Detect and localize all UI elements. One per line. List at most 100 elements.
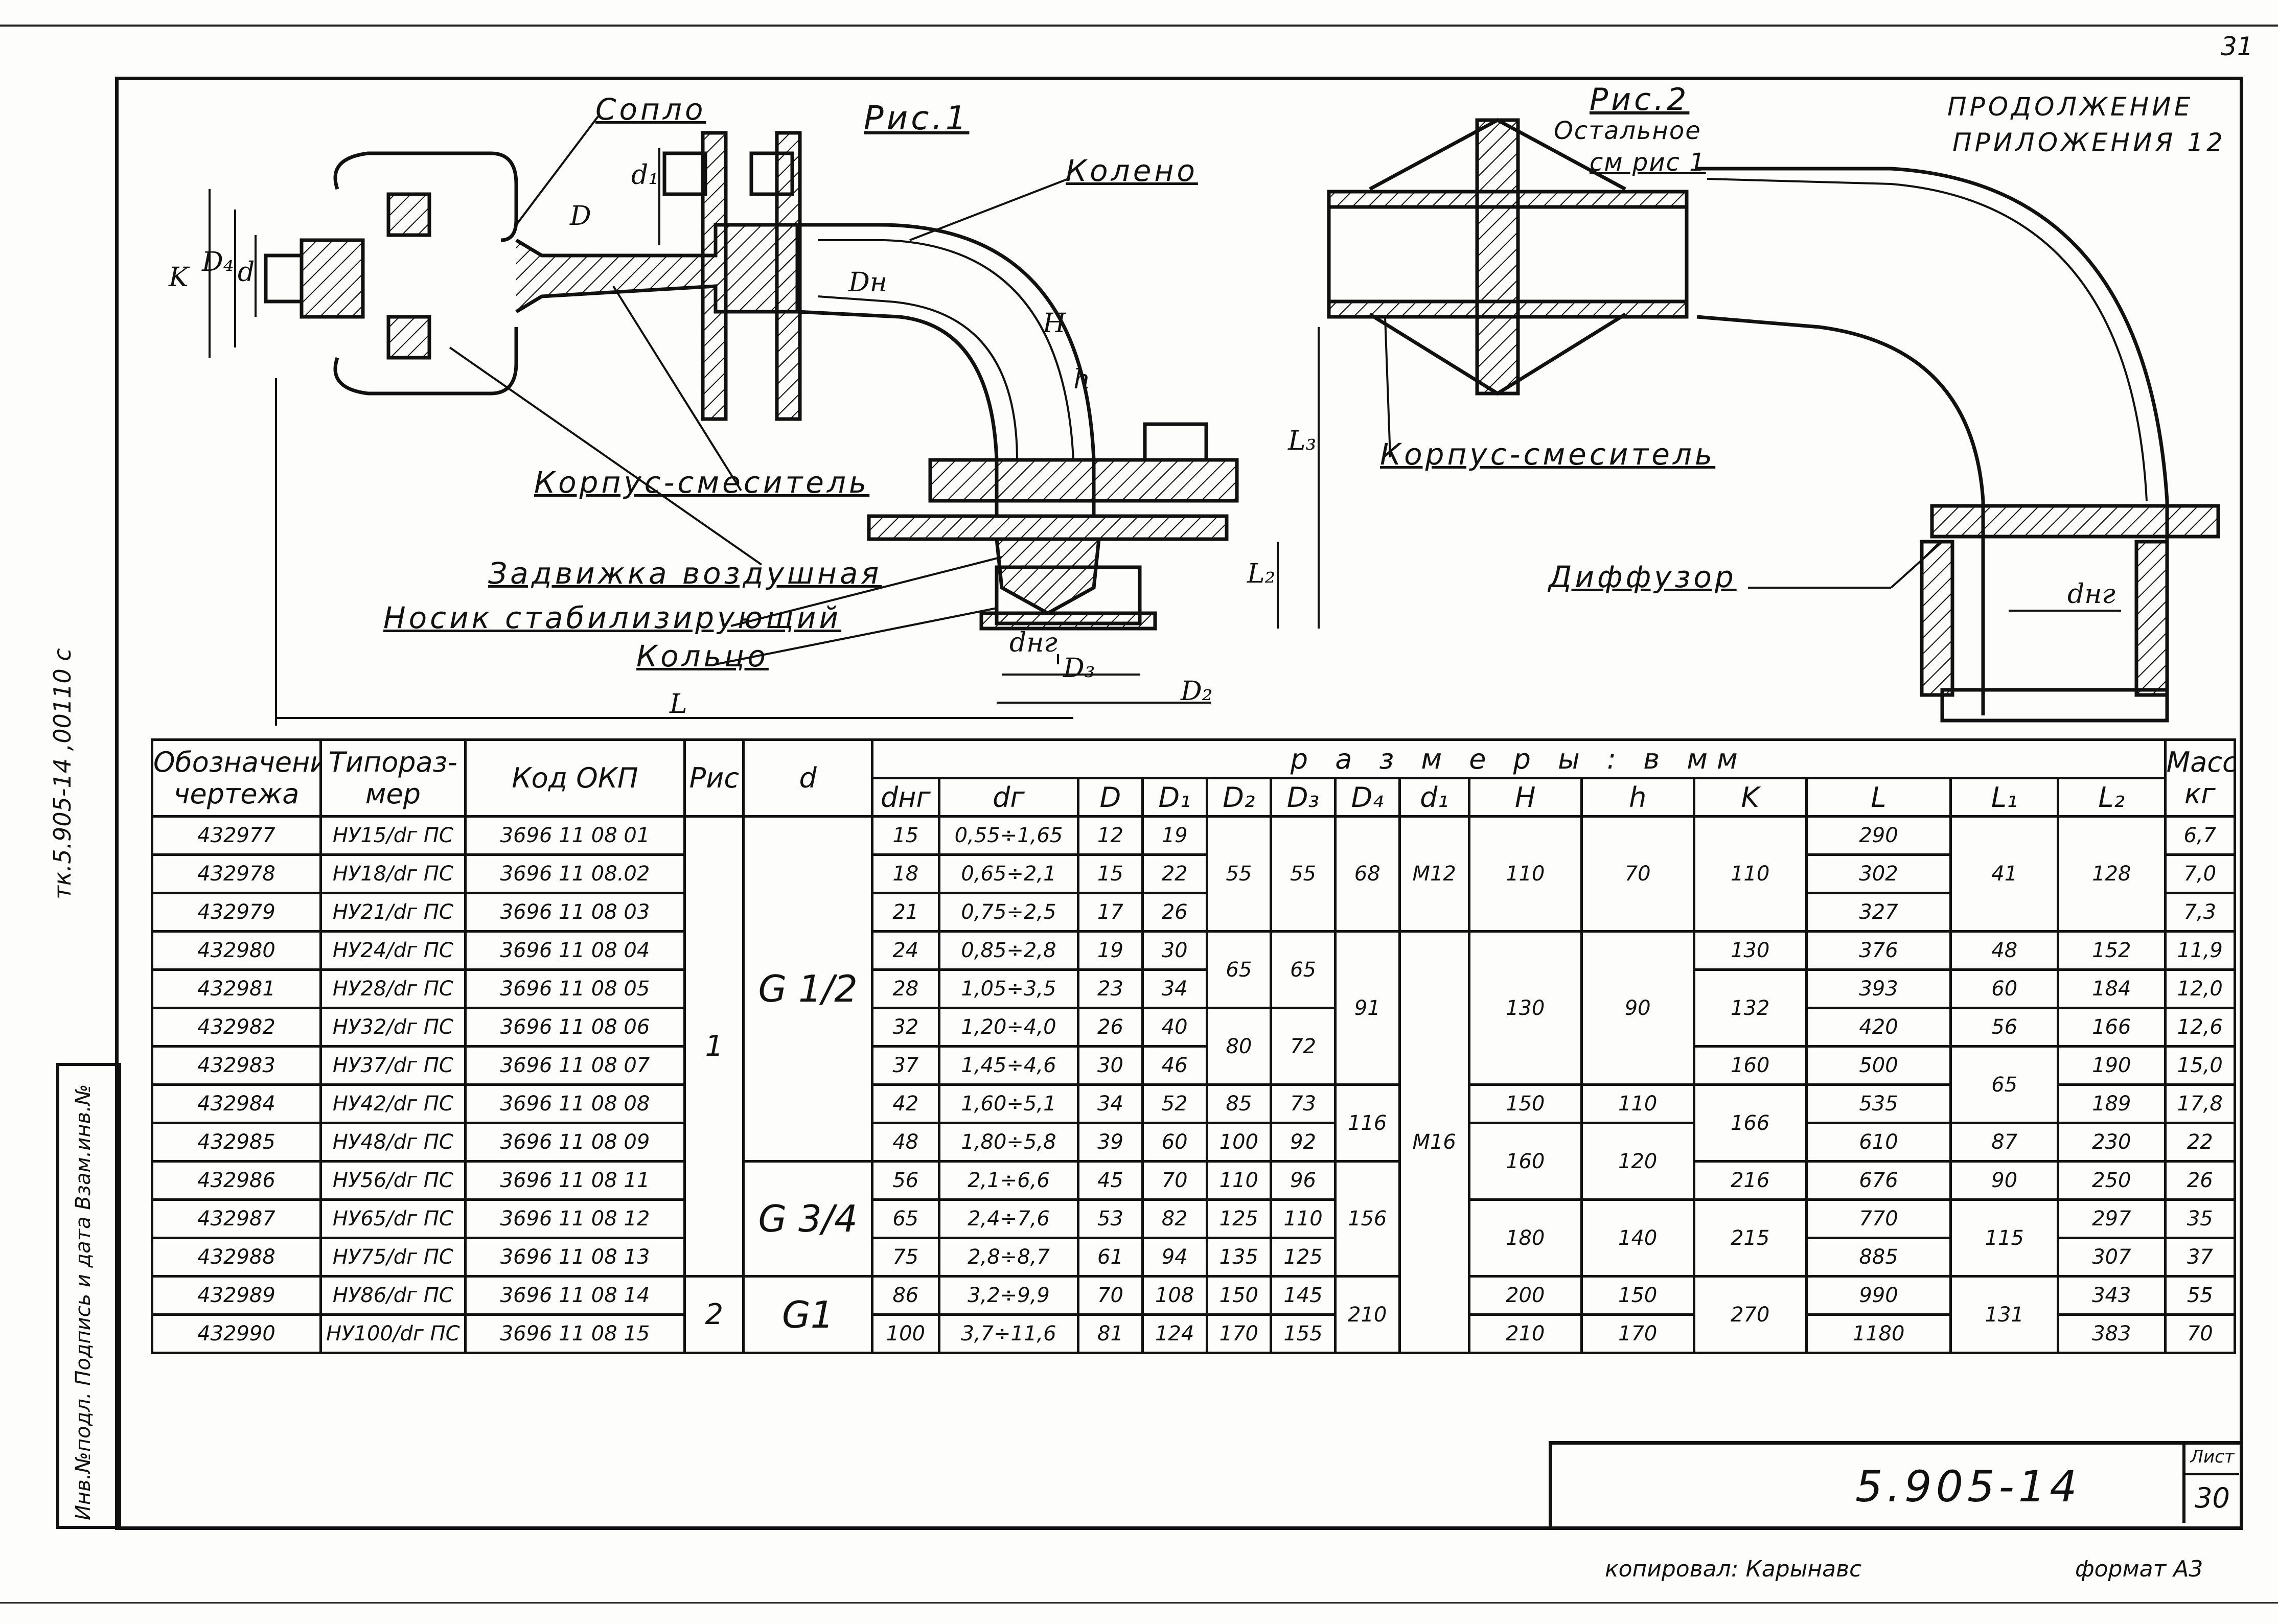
cell-dg: 2,1÷6,6	[937, 1160, 1080, 1201]
cell-dg: 3,7÷11,6	[937, 1313, 1080, 1354]
cell-D: 81	[1077, 1313, 1144, 1354]
callout-zadvizhka: Задвижка воздушная	[488, 556, 882, 591]
cell-L: 610	[1805, 1122, 1952, 1163]
cell-dng: 32	[870, 1007, 940, 1048]
cell-D: 61	[1077, 1237, 1144, 1278]
cell-L2: 307	[2056, 1237, 2167, 1278]
cell-okp: 3696 11 08 01	[464, 815, 686, 856]
cell-mass: 15,0	[2164, 1045, 2237, 1086]
th-D1: D₁	[1141, 777, 1208, 818]
cell-D2: 125	[1205, 1198, 1273, 1239]
cell-designation: 432988	[151, 1237, 322, 1278]
th-L1: L₁	[1949, 777, 2059, 818]
cell-L: 393	[1805, 968, 1952, 1009]
th-L: L	[1805, 777, 1952, 818]
cell-dg: 1,45÷4,6	[937, 1045, 1080, 1086]
cell-okp: 3696 11 08 15	[464, 1313, 686, 1354]
cell-D1: 46	[1141, 1045, 1208, 1086]
cell-L1: 115	[1949, 1198, 2059, 1278]
cell-D: 23	[1077, 968, 1144, 1009]
technical-drawing: K D₄ d d₁ D Dн H h L₃ L₂ dнг D₃ D₂ L dнг	[168, 115, 2220, 726]
table-row: 432989 НУ86/dг ПС 3696 11 08 14 2 G1 86 …	[151, 1275, 2237, 1354]
cell-mass: 70	[2164, 1313, 2237, 1354]
cell-mass: 7,0	[2164, 853, 2237, 894]
cell-D3: 110	[1270, 1198, 1337, 1239]
fig2-note-line2: см рис 1	[1590, 148, 1706, 177]
document-number: 5.905-14	[1855, 1461, 2081, 1512]
cell-L2: 189	[2056, 1083, 2167, 1124]
dim-D: D	[569, 201, 591, 231]
sheet-number-box: Лист 30	[2182, 1441, 2239, 1523]
th-D3: D₃	[1270, 777, 1337, 818]
cell-H: 150	[1467, 1083, 1583, 1124]
cell-L: 1180	[1805, 1313, 1952, 1354]
cell-mass: 35	[2164, 1198, 2237, 1239]
table-row: 432979 НУ21/dг ПС 3696 11 08 03 21 0,75÷…	[151, 892, 2237, 933]
table-row: 432984 НУ42/dг ПС 3696 11 08 08 42 1,60÷…	[151, 1083, 2237, 1163]
cell-D2: 170	[1205, 1313, 1273, 1354]
cell-dng: 28	[870, 968, 940, 1009]
cell-D: 30	[1077, 1045, 1144, 1086]
cell-L: 420	[1805, 1007, 1952, 1048]
dim-Dn: Dн	[848, 267, 887, 298]
table-row: 432990 НУ100/dг ПС 3696 11 08 15 100 3,7…	[151, 1313, 2237, 1354]
cell-D1: 60	[1141, 1122, 1208, 1163]
cell-D2: 100	[1205, 1122, 1273, 1163]
cell-designation: 432984	[151, 1083, 322, 1124]
dim-d1: d₁	[631, 160, 659, 191]
cell-L2: 343	[2056, 1275, 2167, 1316]
cell-K: 270	[1692, 1275, 1808, 1354]
cell-D4: 210	[1333, 1275, 1401, 1354]
th-okp: Код ОКП	[464, 738, 686, 818]
cell-dg: 1,60÷5,1	[937, 1083, 1080, 1124]
side-stamp-labels: Инв.№подл. Подпись и дата Взам.инв.№	[72, 1084, 95, 1520]
cell-d: G1	[742, 1275, 873, 1354]
cell-mass: 12,0	[2164, 968, 2237, 1009]
dim-L: L	[669, 689, 687, 720]
cell-K: 110	[1692, 815, 1808, 933]
cell-mass: 26	[2164, 1160, 2237, 1201]
cell-L: 327	[1805, 892, 1952, 933]
top-border-line	[0, 25, 2278, 27]
cell-H: 110	[1467, 815, 1583, 933]
callout-koltso: Кольцо	[636, 639, 769, 674]
callout-koleno: Колено	[1066, 153, 1198, 188]
th-designation: Обозначение чертежа	[151, 738, 322, 818]
th-L2: L₂	[2056, 777, 2167, 818]
cell-h: 90	[1580, 930, 1695, 1086]
side-stamp-strip	[56, 1063, 121, 1529]
cell-h: 170	[1580, 1313, 1695, 1354]
table-row: 432986 НУ56/dг ПС 3696 11 08 11 G 3/4 56…	[151, 1160, 2237, 1278]
table-row: 432985 НУ48/dг ПС 3696 11 08 09 48 1,80÷…	[151, 1122, 2237, 1201]
cell-D1: 94	[1141, 1237, 1208, 1278]
cell-D3: 92	[1270, 1122, 1337, 1163]
cell-dng: 24	[870, 930, 940, 971]
cell-L2: 297	[2056, 1198, 2167, 1239]
cell-mass: 6,7	[2164, 815, 2237, 856]
cell-dng: 65	[870, 1198, 940, 1239]
cell-okp: 3696 11 08 06	[464, 1007, 686, 1048]
cell-size: НУ56/dг ПС	[319, 1160, 467, 1201]
cell-L2: 166	[2056, 1007, 2167, 1048]
cell-L2: 128	[2056, 815, 2167, 933]
cell-designation: 432990	[151, 1313, 322, 1354]
cell-L: 535	[1805, 1083, 1952, 1124]
cell-designation: 432983	[151, 1045, 322, 1086]
cell-D2: 80	[1205, 1007, 1273, 1086]
cell-D2: 110	[1205, 1160, 1273, 1201]
cell-L1: 56	[1949, 1007, 2059, 1048]
th-dimensions: р а з м е р ы : в мм	[870, 738, 2167, 779]
cell-D1: 108	[1141, 1275, 1208, 1316]
cell-mass: 7,3	[2164, 892, 2237, 933]
specification-table: Обозначение чертежа Типораз- мер Код ОКП…	[151, 738, 2237, 1354]
table-row: 432983 НУ37/dг ПС 3696 11 08 07 37 1,45÷…	[151, 1045, 2237, 1124]
cell-dg: 0,85÷2,8	[937, 930, 1080, 971]
th-h: h	[1580, 777, 1695, 818]
cell-L1: 131	[1949, 1275, 2059, 1354]
cell-L: 500	[1805, 1045, 1952, 1086]
cell-designation: 432979	[151, 892, 322, 933]
fig2-callout-diffuzor: Диффузор	[1549, 560, 1737, 594]
table-row: 432977 НУ15/dг ПС 3696 11 08 01 1 G 1/2 …	[151, 815, 2237, 1278]
cell-dng: 56	[870, 1160, 940, 1201]
